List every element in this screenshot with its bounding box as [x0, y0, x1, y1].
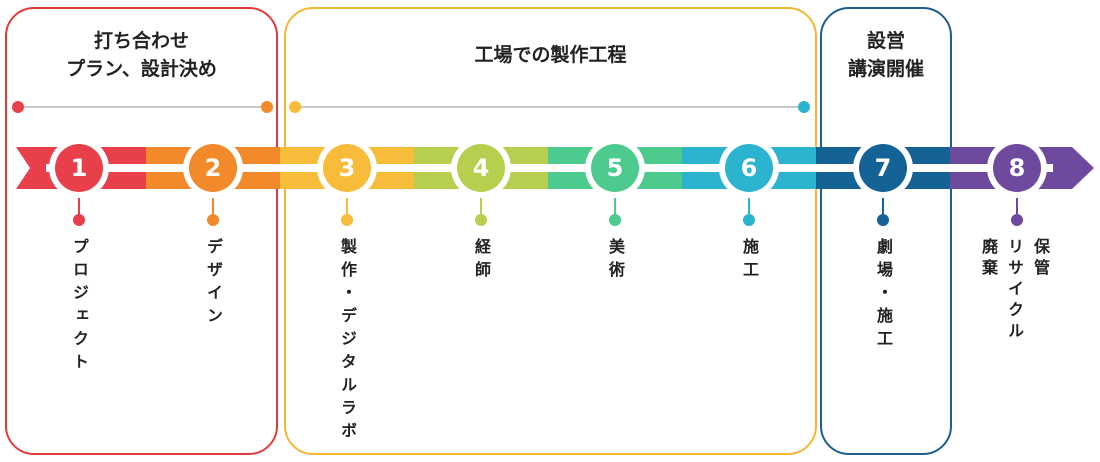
ribbon-tail	[16, 147, 48, 189]
step-pin-dot-8	[1011, 214, 1023, 226]
step-number-8: 8	[1008, 154, 1026, 182]
step-label-4: 経師	[472, 238, 491, 284]
group-frame-setup	[820, 7, 952, 455]
step-pin-dot-2	[207, 214, 219, 226]
step-pin-dot-5	[609, 214, 621, 226]
step-number-1: 1	[70, 154, 88, 182]
step-pin-dot-6	[743, 214, 755, 226]
step-pin-dot-1	[73, 214, 85, 226]
step-circle-8	[993, 144, 1041, 192]
step-number-4: 4	[472, 154, 490, 182]
step-circle-5	[591, 144, 639, 192]
step-circle-7	[859, 144, 907, 192]
step-pin-dot-3	[341, 214, 353, 226]
step-label-3: 製作・デジタルラボ	[338, 238, 357, 445]
step-number-2: 2	[204, 154, 222, 182]
group-title-factory: 工場での製作工程	[474, 44, 627, 66]
step-pin-dot-4	[475, 214, 487, 226]
group-title-setup: 設営 講演開催	[847, 30, 924, 80]
step-label-6: 施工	[740, 238, 759, 284]
step-circle-3	[323, 144, 371, 192]
group-frame-factory	[284, 7, 817, 455]
group-frame-planning	[5, 7, 278, 455]
range-dot-factory-end	[798, 101, 810, 113]
ribbon-center-stripe	[46, 164, 1053, 172]
step-number-6: 6	[740, 154, 758, 182]
ribbon-arrowhead	[1052, 147, 1094, 189]
step-circle-1	[55, 144, 103, 192]
step-circle-4	[457, 144, 505, 192]
step-label-2: デザイン	[204, 238, 223, 330]
step-circle-6	[725, 144, 773, 192]
step-number-3: 3	[338, 154, 356, 182]
step-label-5: 美術	[606, 238, 625, 284]
group-title-planning: 打ち合わせ プラン、設計決め	[66, 30, 217, 80]
range-dot-planning-start	[12, 101, 24, 113]
step-label-8: 保管 リサイクル 廃棄	[979, 238, 1050, 343]
step-pin-dot-7	[877, 214, 889, 226]
step-circles	[49, 138, 1047, 198]
range-dot-factory-start	[289, 101, 301, 113]
step-pins	[73, 198, 1023, 226]
step-number-5: 5	[606, 154, 624, 182]
range-dot-planning-end	[261, 101, 273, 113]
step-label-7: 劇場・施工	[874, 238, 893, 353]
step-number-7: 7	[874, 154, 892, 182]
step-label-1: プロジェクト	[70, 238, 89, 376]
step-circle-2	[189, 144, 237, 192]
